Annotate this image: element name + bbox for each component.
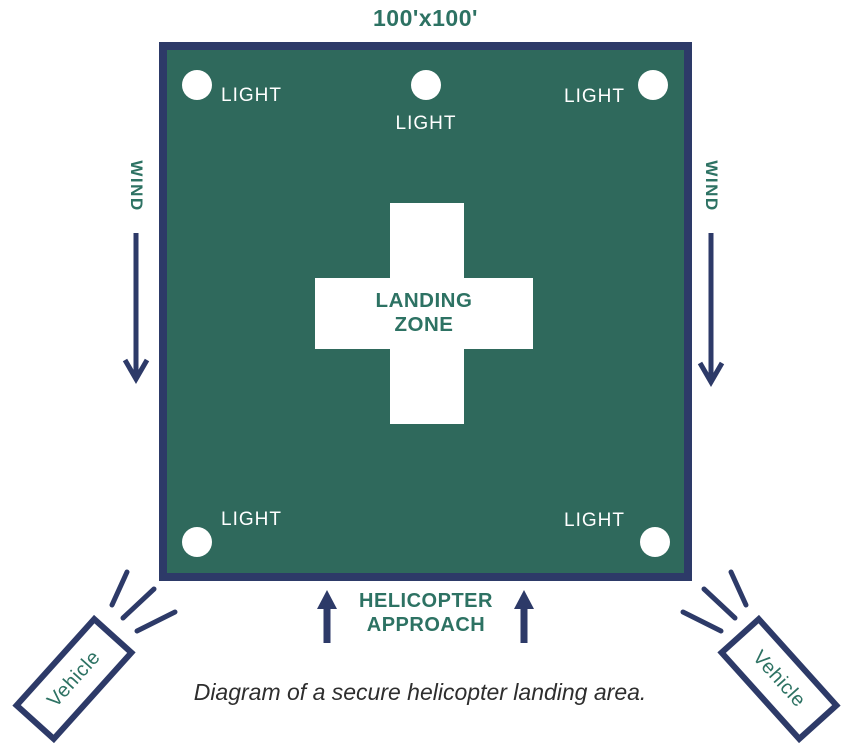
caption-text: Diagram of a secure helicopter landing a…: [193, 679, 647, 705]
light-label-top-left: LIGHT: [221, 85, 282, 106]
light-marker-bottom-left: [182, 527, 212, 557]
light-label-top-right: LIGHT: [564, 86, 625, 107]
approach-line1: HELICOPTER: [359, 590, 493, 612]
light-marker-bottom-right: [640, 527, 670, 557]
wind-arrow-right-icon: [697, 233, 725, 387]
light-marker-top-right: [638, 70, 668, 100]
approach-line2: APPROACH: [366, 614, 486, 636]
light-label-bottom-right: LIGHT: [564, 510, 625, 531]
landing-zone-line1: LANDING: [375, 289, 473, 312]
pad-size-label: 100'x100': [373, 5, 478, 31]
helicopter-approach-label: HELICOPTER APPROACH: [326, 589, 526, 637]
landing-cross-horizontal: [315, 278, 533, 349]
headlight-rays-right-icon: [680, 569, 749, 634]
light-label-bottom-left: LIGHT: [221, 509, 282, 530]
landing-zone-line2: ZONE: [394, 313, 454, 336]
wind-label-right: WIND: [702, 160, 721, 212]
light-marker-top-left: [182, 70, 212, 100]
wind-label-left: WIND: [127, 160, 146, 212]
light-label-top-center: LIGHT: [395, 113, 457, 134]
landing-zone-label: LANDING ZONE: [324, 289, 524, 337]
light-marker-top-center: [411, 70, 441, 100]
wind-arrow-left-icon: [122, 233, 150, 384]
